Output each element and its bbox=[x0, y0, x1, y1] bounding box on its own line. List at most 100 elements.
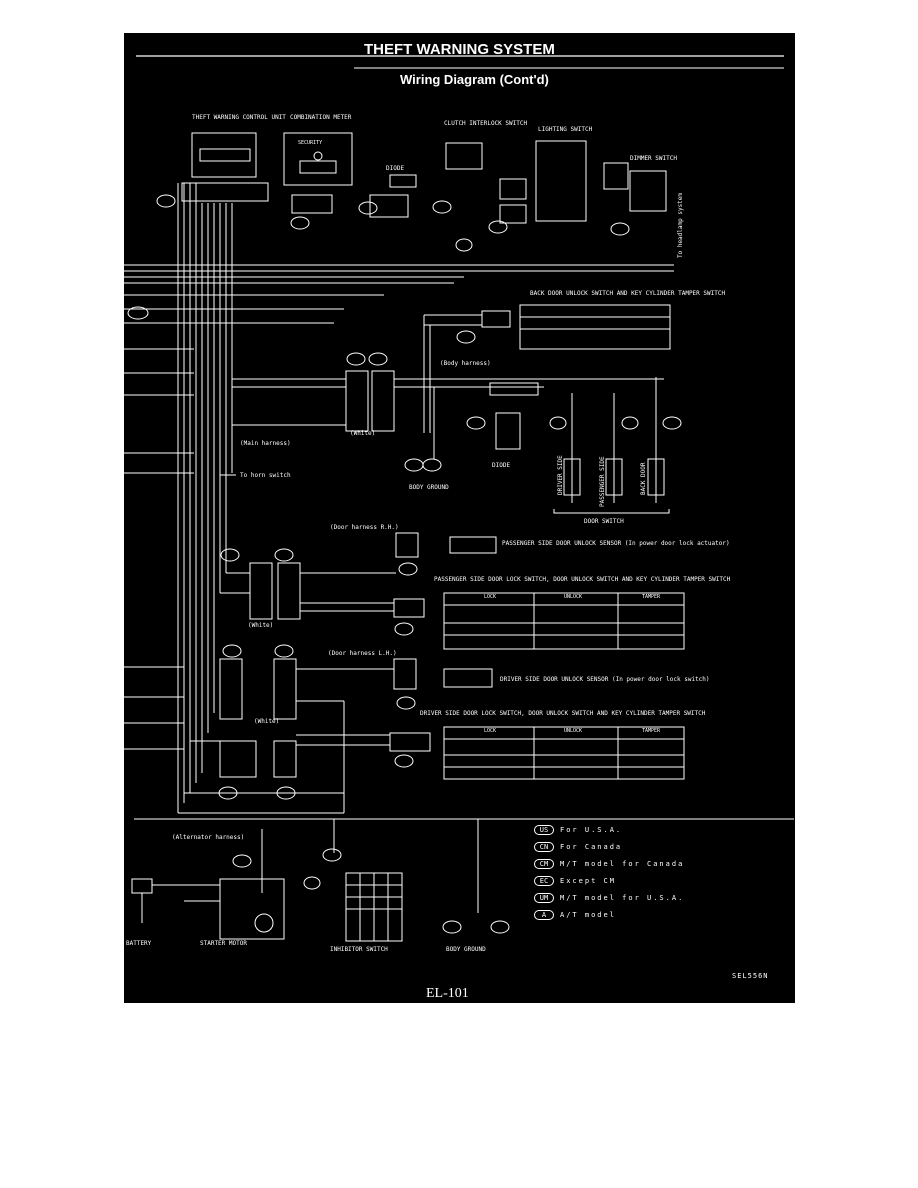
driver-sensor-connector bbox=[393, 658, 417, 690]
body-harness-connector bbox=[371, 370, 395, 432]
connector-id-oval bbox=[290, 216, 310, 230]
control-unit-pins bbox=[181, 182, 269, 202]
label-back-door: BACK DOOR bbox=[640, 462, 647, 495]
wiring-diagram: THEFT WARNING SYSTEM Wiring Diagram (Con… bbox=[124, 41, 794, 953]
combination-meter-box bbox=[283, 132, 353, 186]
legend-code-badge: EC bbox=[534, 875, 554, 886]
battery-symbol bbox=[131, 878, 153, 894]
driver-harness-connector-1 bbox=[219, 658, 243, 720]
meter-pins bbox=[291, 194, 333, 214]
legend-text: M/T model for U.S.A. bbox=[560, 893, 685, 902]
connector-id-oval bbox=[346, 352, 366, 366]
diode-mid-bar bbox=[489, 382, 539, 396]
label-driver-side: DRIVER SIDE bbox=[557, 455, 564, 495]
back-door-connector bbox=[481, 310, 511, 328]
label-diode-mid: DIODE bbox=[492, 462, 510, 469]
door-switch-bracket bbox=[553, 509, 670, 514]
diode-pins bbox=[369, 194, 409, 218]
control-unit-box bbox=[191, 132, 257, 178]
label-white-1: (White) bbox=[350, 430, 375, 437]
passenger-door-switch bbox=[605, 458, 623, 496]
figure-code: SEL556N bbox=[732, 972, 769, 980]
label-dimmer-switch: DIMMER SWITCH bbox=[630, 155, 677, 162]
page-title: THEFT WARNING SYSTEM bbox=[364, 41, 555, 58]
label-passenger-unlock-sensor: PASSENGER SIDE DOOR UNLOCK SENSOR (In po… bbox=[502, 540, 730, 547]
legend-text: For U.S.A. bbox=[560, 825, 623, 834]
label-driver-unlock-sensor: DRIVER SIDE DOOR UNLOCK SENSOR (In power… bbox=[500, 676, 710, 683]
legend-text: A/T model bbox=[560, 910, 616, 919]
driver-door-switch bbox=[563, 458, 581, 496]
connector-id-oval bbox=[394, 622, 414, 636]
label-body-ground-1: BODY GROUND bbox=[409, 484, 449, 491]
label-theft-warning-control-unit: THEFT WARNING CONTROL UNIT bbox=[192, 114, 286, 121]
legend-item: A A/T model bbox=[534, 906, 684, 923]
legend-item: CM M/T model for Canada bbox=[534, 855, 684, 872]
label-lighting-switch: LIGHTING SWITCH bbox=[538, 126, 593, 133]
dimmer-switch-table bbox=[629, 170, 667, 212]
legend-item: CN For Canada bbox=[534, 838, 684, 855]
passenger-lock-switch-table bbox=[443, 592, 685, 650]
table-header-lock: LOCK bbox=[484, 728, 497, 734]
connector-id-oval bbox=[488, 220, 508, 234]
diode-top-connector bbox=[389, 174, 417, 188]
passenger-harness-connector-1 bbox=[249, 562, 273, 620]
driver-sensor-table bbox=[443, 668, 493, 688]
diagram-sheet: THEFT WARNING SYSTEM Wiring Diagram (Con… bbox=[124, 33, 795, 1003]
label-body-ground-2: BODY GROUND bbox=[446, 946, 486, 953]
connector-id-oval bbox=[466, 416, 486, 430]
lighting-switch-table bbox=[535, 140, 587, 222]
label-door-switch: DOOR SWITCH bbox=[584, 518, 624, 525]
label-main-harness: (Main harness) bbox=[240, 440, 291, 447]
connector-id-oval bbox=[432, 200, 452, 214]
legend-code-badge: US bbox=[534, 824, 554, 835]
driver-lower-connector-2 bbox=[273, 740, 297, 778]
control-unit-connector bbox=[199, 148, 251, 162]
connector-id-oval bbox=[358, 201, 378, 215]
label-security: SECURITY bbox=[298, 140, 322, 146]
legend-code-badge: CN bbox=[534, 841, 554, 852]
label-driver-lock-switch: DRIVER SIDE DOOR LOCK SWITCH, DOOR UNLOC… bbox=[420, 710, 706, 717]
passenger-harness-connector-2 bbox=[277, 562, 301, 620]
label-alternator-harness: (Alternator harness) bbox=[172, 834, 244, 841]
driver-lock-connector bbox=[389, 732, 431, 752]
label-clutch-interlock-switch: CLUTCH INTERLOCK SWITCH bbox=[444, 120, 527, 127]
driver-lock-switch-table bbox=[443, 726, 685, 780]
passenger-lock-connector bbox=[393, 598, 425, 618]
label-battery: BATTERY bbox=[126, 940, 152, 947]
clutch-switch-box bbox=[445, 142, 483, 170]
label-body-harness: (Body harness) bbox=[440, 360, 491, 367]
legend-code-badge: UM bbox=[534, 892, 554, 903]
clutch-connector-2 bbox=[499, 204, 527, 224]
diode-mid-box bbox=[495, 412, 521, 450]
label-passenger-lock-switch: PASSENGER SIDE DOOR LOCK SWITCH, DOOR UN… bbox=[434, 576, 731, 583]
passenger-sensor-connector bbox=[395, 532, 419, 558]
lighting-connector bbox=[603, 162, 629, 190]
page-subtitle: Wiring Diagram (Cont'd) bbox=[400, 72, 549, 87]
table-header-tamper: TAMPER bbox=[642, 728, 661, 734]
label-door-harness-rh: (Door harness R.H.) bbox=[330, 524, 399, 531]
table-header-unlock: UNLOCK bbox=[564, 728, 583, 734]
back-door-door-switch bbox=[647, 458, 665, 496]
connector-id-oval bbox=[156, 194, 176, 208]
label-starter-motor: STARTER MOTOR bbox=[200, 940, 247, 947]
connector-id-oval bbox=[368, 352, 388, 366]
legend-item: EC Except CM bbox=[534, 872, 684, 889]
driver-lower-connector-1 bbox=[219, 740, 257, 778]
label-white-2: (White) bbox=[248, 622, 273, 629]
label-to-horn-switch: To horn switch bbox=[240, 472, 291, 479]
driver-harness-connector-2 bbox=[273, 658, 297, 720]
legend-text: Except CM bbox=[560, 876, 616, 885]
legend: US For U.S.A. CN For Canada CM M/T model… bbox=[534, 821, 684, 923]
legend-text: For Canada bbox=[560, 842, 623, 851]
connector-id-oval bbox=[398, 562, 418, 576]
connector-id-oval bbox=[127, 306, 149, 320]
label-door-harness-lh: (Door harness L.H.) bbox=[328, 650, 397, 657]
label-inhibitor-switch: INHIBITOR SWITCH bbox=[330, 946, 388, 953]
label-to-headlamp-system: To headlamp system bbox=[677, 193, 684, 258]
passenger-sensor-table bbox=[449, 536, 497, 554]
label-diode-top: DIODE bbox=[386, 165, 404, 172]
table-header-lock: LOCK bbox=[484, 594, 497, 600]
connector-id-oval bbox=[396, 696, 416, 710]
main-harness-connector bbox=[345, 370, 369, 432]
connector-id-oval bbox=[610, 222, 630, 236]
